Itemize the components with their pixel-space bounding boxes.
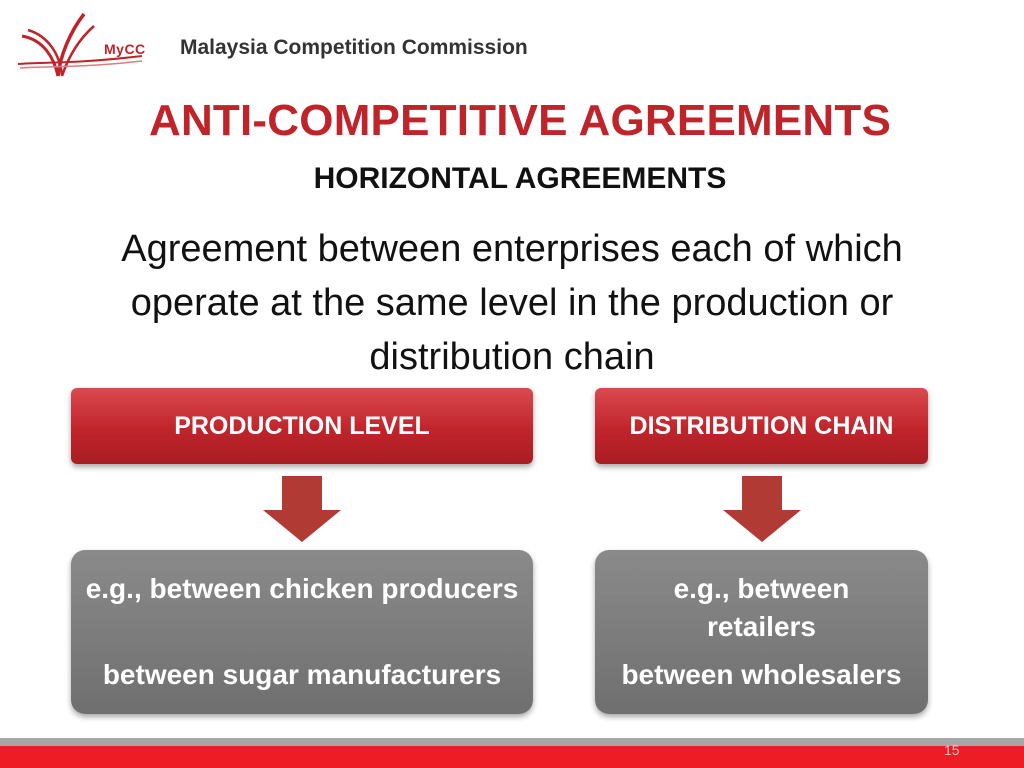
- definition-text: Agreement between enterprises each of wh…: [121, 228, 903, 378]
- page-number: 15: [944, 742, 960, 758]
- down-arrow-icon: [723, 476, 801, 542]
- slide-subtitle: HORIZONTAL AGREEMENTS: [313, 162, 727, 195]
- mycc-logo-icon: [17, 12, 143, 77]
- distribution-example-primary: e.g., between retailers: [673, 573, 850, 642]
- slide-title: ANTI-COMPETITIVE AGREEMENTS: [148, 96, 891, 145]
- organization-name: Malaysia Competition Commission: [180, 36, 528, 59]
- production-level-box: PRODUCTION LEVEL: [71, 388, 533, 464]
- production-example-box: e.g., between chicken producers between …: [71, 550, 533, 714]
- distribution-example-secondary: between wholesalers: [621, 659, 902, 690]
- production-example-secondary: between sugar manufacturers: [102, 659, 502, 690]
- production-level-label: PRODUCTION LEVEL: [174, 411, 430, 440]
- footer-grey-bar: [0, 738, 1024, 746]
- production-example-primary: e.g., between chicken producers: [85, 573, 519, 604]
- mycc-logo: MyCC: [14, 6, 146, 96]
- down-arrow-icon: [263, 476, 341, 542]
- logo-text: MyCC: [104, 41, 146, 57]
- distribution-chain-box: DISTRIBUTION CHAIN: [595, 388, 928, 464]
- distribution-example-box: e.g., between retailers between wholesal…: [595, 550, 928, 714]
- distribution-chain-label: DISTRIBUTION CHAIN: [629, 411, 894, 440]
- footer-red-bar: [0, 746, 1024, 768]
